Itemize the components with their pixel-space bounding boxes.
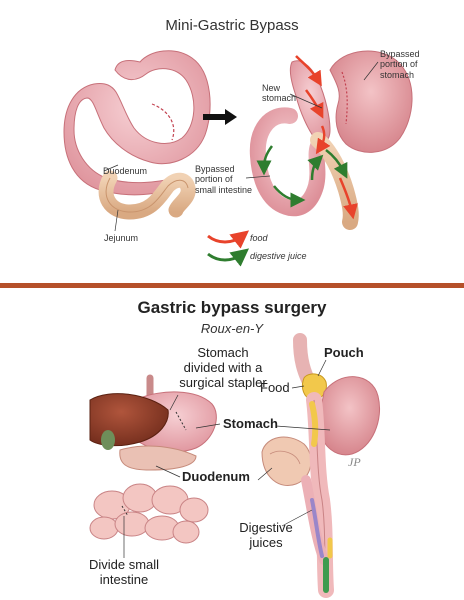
transition-arrow [203,109,237,125]
abdomen-illustration [89,374,217,544]
bypassed-intestine-loop [249,107,326,217]
label-food: Food [260,380,290,395]
label-digestive-juices: Digestive juices [239,520,293,550]
bottom-subtitle: Roux-en-Y [200,321,264,336]
legend-juice-label: digestive juice [250,251,307,261]
label-stomach-divided: Stomach divided with a surgical stapler [179,345,267,390]
top-title: Mini-Gastric Bypass [165,17,299,34]
label-pouch: Pouch [324,345,364,360]
label-duodenum-top: Duodenum [103,166,148,176]
legend-food-arrow [207,230,250,249]
roux-en-y-illustration [261,333,380,598]
artist-signature: JP [348,455,361,469]
section-divider [0,283,464,288]
legend-juice-arrow [207,248,250,267]
label-bypassed-stomach: Bypassed portion of stomach [380,49,420,80]
label-divide-intestine: Divide small intestine [88,557,160,587]
label-new-stomach: New stomach [262,83,297,104]
label-duodenum-bottom: Duodenum [182,469,250,484]
label-stomach: Stomach [223,416,278,431]
legend-food-label: food [250,233,268,243]
bypassed-stomach [329,50,413,153]
label-bypassed-intestine: Bypassed portion of small intestine [195,164,253,195]
bottom-title: Gastric bypass surgery [137,298,327,317]
label-jejunum: Jejunum [104,233,139,243]
